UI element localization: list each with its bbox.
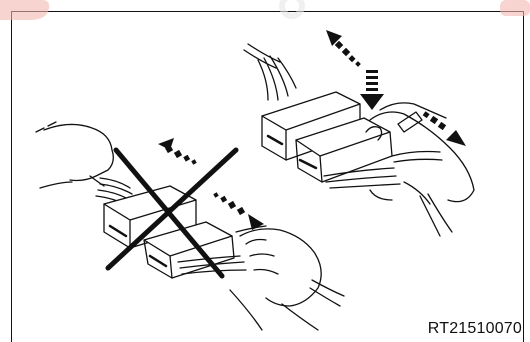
watermark-fragments: [0, 0, 530, 20]
correct-method-panel: [244, 44, 474, 236]
incorrect-method-panel: [36, 122, 344, 330]
figure-code: RT21510070: [428, 320, 522, 338]
